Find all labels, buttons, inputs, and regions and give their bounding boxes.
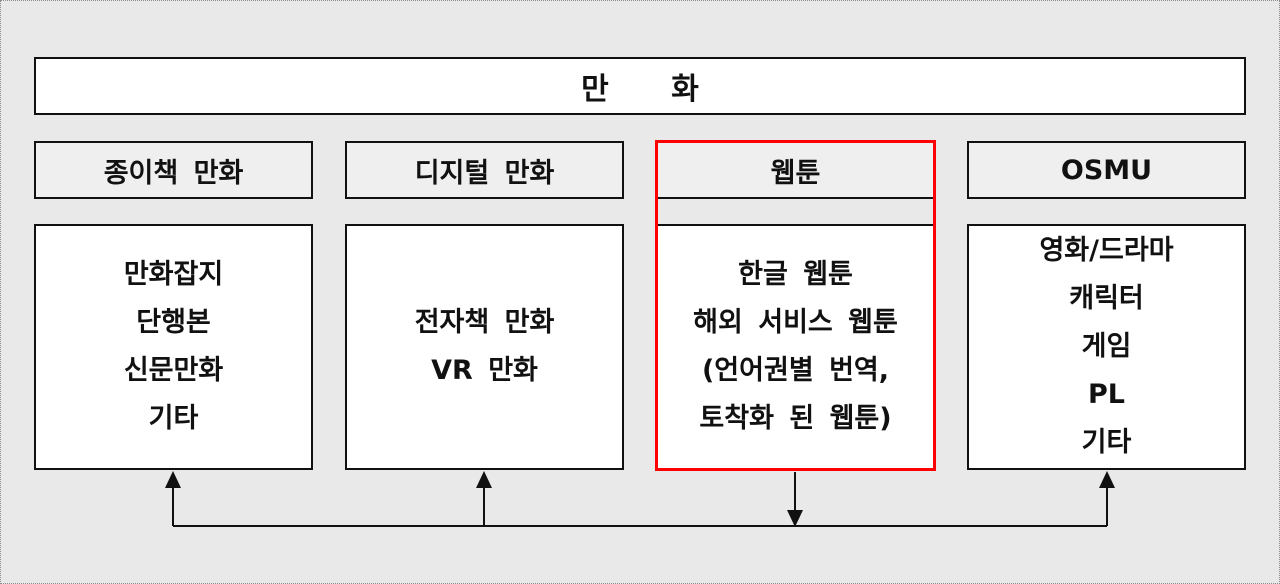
header-label: 종이책 만화 (103, 157, 244, 189)
content-item: 캐릭터 (1069, 283, 1144, 314)
header-label: OSMU (1060, 154, 1153, 186)
content-item: 영화/드라마 (1039, 235, 1174, 266)
header-label: 웹툰 (770, 157, 821, 189)
content-item: 게임 (1081, 331, 1132, 362)
content-item: 기타 (1081, 427, 1132, 458)
content-item: 전자책 만화 (414, 307, 555, 338)
content-paper-comics: 만화잡지 단행본 신문만화 기타 (34, 224, 313, 470)
content-item: 기타 (148, 403, 199, 434)
content-digital-comics: 전자책 만화 VR 만화 (345, 224, 624, 470)
content-item: 만화잡지 (123, 259, 224, 290)
content-webtoon: 한글 웹툰 해외 서비스 웹툰 (언어권별 번역, 토착화 된 웹툰) (656, 224, 935, 470)
content-item: 해외 서비스 웹툰 (693, 307, 898, 338)
title-box: 만 화 (34, 57, 1246, 115)
header-paper-comics: 종이책 만화 (34, 141, 313, 199)
header-osmu: OSMU (967, 141, 1246, 199)
content-item: 한글 웹툰 (738, 259, 853, 290)
content-item: VR 만화 (431, 355, 538, 386)
header-label: 디지털 만화 (414, 157, 555, 189)
content-item: PL (1088, 379, 1125, 410)
header-webtoon: 웹툰 (656, 141, 935, 199)
header-digital-comics: 디지털 만화 (345, 141, 624, 199)
content-item: 단행본 (136, 307, 211, 338)
content-item: 토착화 된 웹툰) (699, 403, 892, 434)
title-label: 만 화 (581, 72, 699, 107)
content-osmu: 영화/드라마 캐릭터 게임 PL 기타 (967, 224, 1246, 470)
content-item: 신문만화 (123, 355, 224, 386)
content-item: (언어권별 번역, (701, 355, 890, 386)
